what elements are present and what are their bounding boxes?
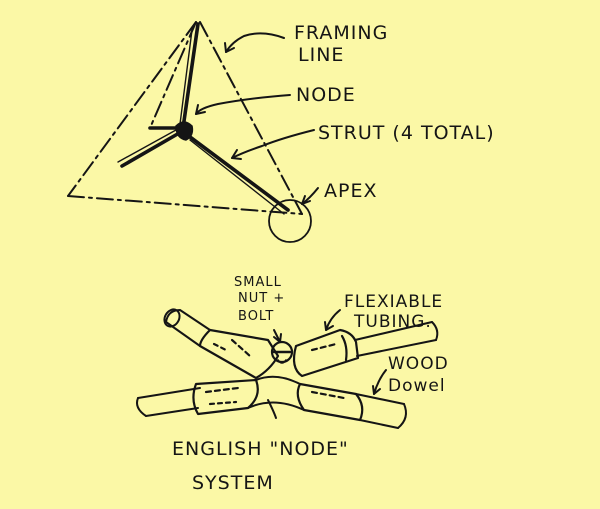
node-joint <box>175 121 194 141</box>
tubing-upper-left <box>198 328 280 380</box>
strut-left <box>120 130 183 168</box>
strut-apex <box>184 132 290 212</box>
struts <box>120 22 290 212</box>
label-small-3: BOLT <box>238 309 275 324</box>
tube-crossing <box>247 375 305 419</box>
caption-line-2: SYSTEM <box>192 472 274 494</box>
framing-line-right <box>199 21 303 215</box>
upper-dowel-right <box>354 321 439 357</box>
leader-lines-bottom <box>273 309 387 395</box>
label-strut: STRUT (4 TOTAL) <box>318 122 495 144</box>
label-wood-1: WOOD <box>388 354 449 374</box>
label-small-1: SMALL <box>234 275 282 290</box>
leader-lines-top <box>195 32 319 205</box>
framing-lines <box>67 21 303 215</box>
label-framing-line-2: LINE <box>298 44 345 66</box>
label-framing-line-1: FRAMING <box>294 22 389 44</box>
apex-circle <box>268 199 312 243</box>
nut-bolt <box>270 340 294 364</box>
label-small-2: NUT + <box>238 291 286 306</box>
label-node: NODE <box>296 84 356 106</box>
label-flexiable-1: FLEXIABLE <box>344 292 444 312</box>
tubing-lower-right <box>296 382 364 422</box>
lower-dowel-right <box>355 393 407 429</box>
label-apex: APEX <box>324 180 378 202</box>
caption-line-1: ENGLISH "NODE" <box>172 438 349 460</box>
framing-line-bottom <box>67 195 303 215</box>
upper-dowel-left <box>163 308 211 347</box>
label-wood-2: Dowel <box>388 376 446 396</box>
framing-line-inner-back <box>149 21 197 129</box>
strut-top <box>181 22 200 130</box>
tubing-upper-right <box>292 328 360 378</box>
framing-line-left <box>67 21 197 197</box>
lower-dowel-left <box>136 387 201 417</box>
label-flexiable-2: TUBING. <box>354 312 432 332</box>
